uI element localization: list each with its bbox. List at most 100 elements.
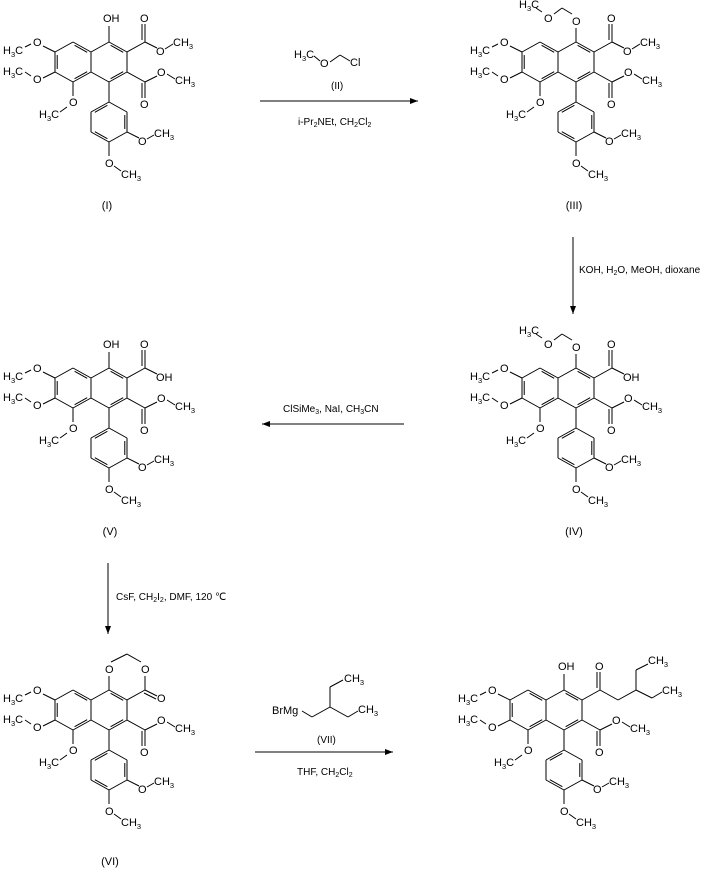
ring-bond <box>54 41 74 53</box>
ring-bond <box>509 689 529 701</box>
methyl-label: CH3 <box>621 128 641 142</box>
bond <box>144 401 158 409</box>
bond <box>633 73 643 80</box>
bond <box>113 165 122 172</box>
bond <box>166 721 176 728</box>
ring-bond <box>557 131 577 143</box>
ring-bond <box>108 457 128 469</box>
ring-bond <box>575 367 595 379</box>
bond <box>113 491 122 498</box>
double-bond <box>74 397 88 406</box>
ring-bond <box>539 71 559 83</box>
methyl-label: CH3 <box>576 817 596 831</box>
oxygen-label: O <box>320 58 329 70</box>
conditions-step1: i-Pr2NEt, CH2Cl2 <box>298 117 372 129</box>
double-bond <box>74 44 88 53</box>
oxygen-label: O <box>140 425 149 437</box>
bond <box>593 397 613 409</box>
bond <box>593 367 613 379</box>
oxygen-label: O <box>140 339 149 351</box>
methyl-label: CH3 <box>175 723 195 737</box>
compound-label-IV: (IV) <box>565 526 583 538</box>
ring-bond <box>90 41 110 53</box>
methyl-label: CH3 <box>640 37 660 51</box>
oxygen-label: O <box>33 37 42 49</box>
double-bond <box>94 457 108 466</box>
double-bond <box>110 71 124 80</box>
oxygen-label: O <box>623 46 632 58</box>
bond <box>24 71 32 77</box>
ring-bond <box>563 779 583 791</box>
ring-bond <box>72 719 92 731</box>
hydroxyl-label: OH <box>103 13 120 25</box>
methyl-label: CH3 <box>154 128 174 142</box>
hydroxyl-label: OH <box>558 661 575 673</box>
bond <box>42 693 56 701</box>
oxygen-label: O <box>140 13 149 25</box>
methyl-label: CH3 <box>642 401 662 415</box>
double-bond <box>549 779 563 788</box>
ring-bond <box>72 397 92 409</box>
ring-bond <box>521 41 541 53</box>
bond <box>561 333 573 341</box>
methyl-label: CH3 <box>344 673 364 687</box>
methyl-label: CH3 <box>648 655 668 669</box>
bond <box>581 779 595 787</box>
methyl-label: H3C <box>3 392 23 406</box>
bond <box>601 782 610 788</box>
reagent-label-VII: (VII) <box>317 735 336 746</box>
bond <box>144 723 158 731</box>
bond <box>126 457 140 465</box>
bond <box>144 41 158 49</box>
bond <box>42 45 56 53</box>
bond <box>126 689 146 701</box>
ring-bond <box>539 41 559 53</box>
bond <box>621 721 631 728</box>
methyl-label: H3C <box>519 325 539 339</box>
bond <box>613 460 622 466</box>
compound-label-I: (I) <box>101 200 113 212</box>
ring-bond <box>521 71 541 83</box>
double-bond <box>577 370 591 379</box>
bond <box>491 397 499 403</box>
ring-bond <box>108 689 128 701</box>
oxygen-label: O <box>544 13 553 25</box>
methyl-label: H3C <box>458 714 478 728</box>
oxygen-label: O <box>607 425 616 437</box>
double-bond <box>110 397 124 406</box>
ring-bond <box>72 71 92 83</box>
double-bond <box>577 71 591 80</box>
oxygen-label: O <box>33 685 42 697</box>
bond <box>633 399 643 406</box>
oxygen-label: O <box>500 363 509 375</box>
double-bond <box>577 44 591 53</box>
double-bond <box>577 397 591 406</box>
double-bond <box>110 44 124 53</box>
bond <box>126 367 146 379</box>
double-bond <box>529 719 543 728</box>
ring-bond <box>575 71 595 83</box>
ring-bond <box>90 367 110 379</box>
double-bond <box>94 104 108 113</box>
ring-bond <box>527 719 547 731</box>
double-bond <box>565 692 579 701</box>
methyl-label: CH3 <box>588 495 608 509</box>
conditions-step2: KOH, H2O, MeOH, dioxane <box>579 265 701 277</box>
double-bond <box>541 370 555 379</box>
double-bond <box>110 719 124 728</box>
double-bond <box>561 131 575 140</box>
ring-bond <box>557 457 577 469</box>
methyl-label: H3C <box>3 66 23 80</box>
methyl-label: CH3 <box>154 776 174 790</box>
bond <box>144 75 158 83</box>
ring-bond <box>90 101 110 113</box>
oxygen-label: O <box>105 806 114 818</box>
bond <box>59 754 68 761</box>
ring-bond <box>545 749 565 761</box>
methyl-label: H3C <box>470 371 490 385</box>
bond <box>611 367 625 375</box>
bond <box>42 719 56 727</box>
oxygen-label: O <box>157 715 166 727</box>
ring-bond <box>90 779 110 791</box>
